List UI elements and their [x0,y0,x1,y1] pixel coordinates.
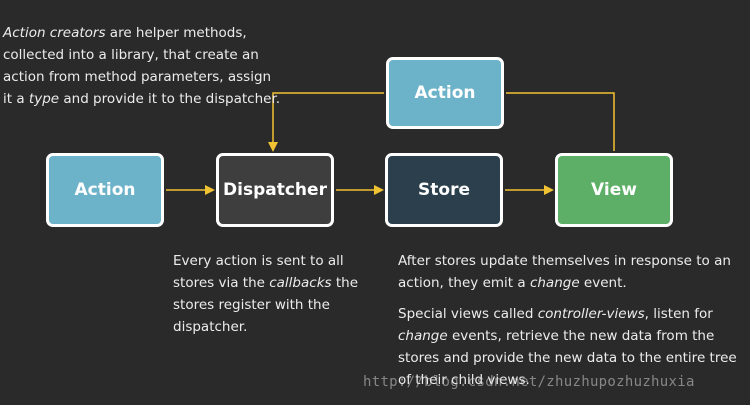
store-update-caption: After stores update themselves in respon… [398,250,743,294]
controller-views-caption: Special views called controller-views, l… [398,303,743,391]
view-node-label: View [591,180,637,200]
change-term: change [529,275,580,291]
view-action-node-label: Action [414,83,476,103]
action-creators-text-1: are helper methods, collected into a lib… [3,25,272,107]
action-node-label: Action [74,180,136,200]
type-term: type [28,91,60,107]
controller-views-text-1: Special views called [398,306,538,322]
store-node: Store [385,153,503,227]
arrow-action-to-dispatcher-top [268,92,384,152]
store-update-text-1: After stores update themselves in respon… [398,253,731,291]
wire-view-to-action [506,92,615,151]
dispatcher-text-2: the stores register with the dispatcher. [173,275,358,335]
action-creators-text-2: and provide it to the dispatcher. [59,91,281,107]
dispatcher-text-1: Every action is sent to all stores via t… [173,253,344,291]
action-creators-term: Action creators [3,25,106,41]
store-update-text-2: event. [579,275,627,291]
view-node: View [555,153,673,227]
controller-views-text-2: , listen for [644,306,713,322]
dispatcher-node: Dispatcher [216,153,334,227]
change-events-term: change [398,328,448,344]
watermark: http://blog.csdn.net/zhuzhupozhuzhuxia [363,374,695,390]
callbacks-term: callbacks [269,275,332,291]
controller-views-text-3: events, retrieve the new data from the s… [398,328,737,388]
view-action-node: Action [386,57,504,129]
action-creators-caption: Action creators are helper methods, coll… [3,22,283,110]
store-node-label: Store [418,180,470,200]
controller-views-term: controller-views [537,306,645,322]
dispatcher-node-label: Dispatcher [223,180,327,200]
dispatcher-caption: Every action is sent to all stores via t… [173,250,373,338]
action-node: Action [46,153,164,227]
